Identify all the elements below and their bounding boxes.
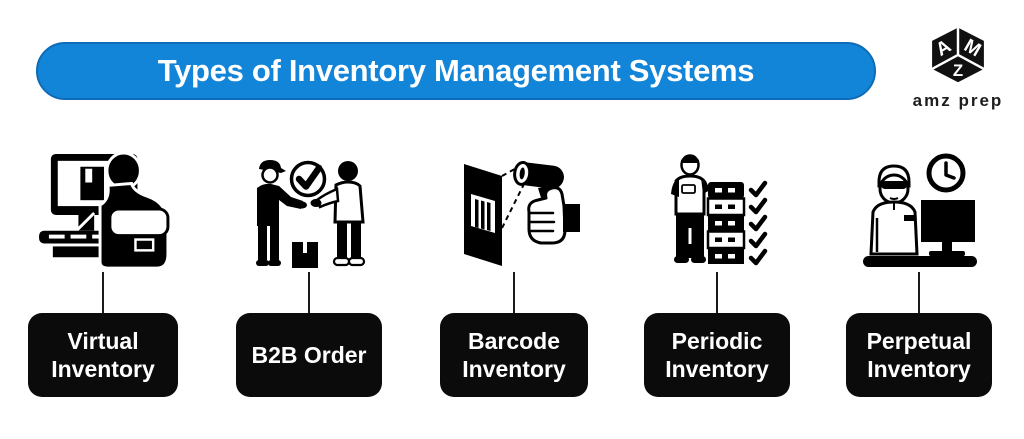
courier-body xyxy=(257,183,303,226)
checklist-marks xyxy=(748,180,768,266)
checkmark xyxy=(295,164,323,190)
desk-shelf xyxy=(52,246,124,258)
label-virtual-inventory: Virtual Inventory xyxy=(28,313,178,397)
sleeve-cuff xyxy=(563,204,580,232)
courier-head xyxy=(261,166,279,184)
badge xyxy=(681,184,696,194)
item-virtual-inventory: Virtual Inventory xyxy=(28,150,178,397)
stock-box xyxy=(708,182,744,199)
label-periodic-inventory: Periodic Inventory xyxy=(644,313,790,397)
perpetual-inventory-icon-slot xyxy=(849,150,989,272)
client-head xyxy=(338,161,358,181)
page-title: Types of Inventory Management Systems xyxy=(157,53,755,88)
label-text: Barcode Inventory xyxy=(462,327,566,382)
stock-box xyxy=(708,248,744,264)
amz-prep-cube-icon: A M Z xyxy=(931,27,985,83)
connector-line xyxy=(918,272,920,313)
scanner-gun xyxy=(513,160,564,189)
connector-line xyxy=(308,272,310,313)
chair-back xyxy=(107,207,169,238)
desk xyxy=(863,256,977,267)
hand xyxy=(527,186,567,245)
stock-box xyxy=(706,230,746,250)
item-barcode-inventory: Barcode Inventory xyxy=(440,150,588,397)
scan-beam xyxy=(501,165,521,177)
label-perpetual-inventory: Perpetual Inventory xyxy=(846,313,992,397)
b2b-order-icon-slot xyxy=(239,150,379,272)
scan-beam xyxy=(501,183,525,229)
connector-line xyxy=(513,272,515,313)
stock-box xyxy=(706,197,746,217)
cube-face-gaps xyxy=(931,27,985,70)
header-banner: Types of Inventory Management Systems xyxy=(36,42,876,100)
periodic-stock-count-icon xyxy=(671,154,768,266)
b2b-order-partners-icon xyxy=(256,160,366,268)
visor-band xyxy=(881,181,907,189)
brand-name: amz prep xyxy=(912,91,1004,110)
client-arm xyxy=(315,187,340,209)
item-b2b-order: B2B Order xyxy=(236,150,382,397)
connector-line xyxy=(102,272,104,313)
item-periodic-inventory: Periodic Inventory xyxy=(644,150,790,397)
item-perpetual-inventory: Perpetual Inventory xyxy=(846,150,992,397)
logo-letter-z: Z xyxy=(953,61,963,80)
periodic-inventory-icon-slot xyxy=(652,150,782,272)
label-text: Perpetual Inventory xyxy=(866,327,972,382)
worker-hair xyxy=(681,156,699,163)
barcode-inventory-icon-slot xyxy=(444,150,584,272)
worker-shirt xyxy=(674,174,706,216)
barcode-scanner-icon xyxy=(464,160,580,266)
clock-hands xyxy=(944,161,956,180)
virtual-inventory-icon-slot xyxy=(36,150,171,272)
label-text: Virtual Inventory xyxy=(51,327,155,382)
label-b2b-order: B2B Order xyxy=(236,313,382,397)
label-text: Periodic Inventory xyxy=(665,327,769,382)
desk-monitor xyxy=(921,200,975,242)
connector-line xyxy=(716,272,718,313)
label-text: B2B Order xyxy=(251,341,367,368)
client-body xyxy=(333,180,365,224)
virtual-inventory-computer-icon xyxy=(38,152,169,270)
perpetual-monitoring-desk-icon xyxy=(863,153,977,267)
stock-box xyxy=(708,215,744,232)
brand-logo: A M Z amz prep xyxy=(900,24,1016,111)
label-barcode-inventory: Barcode Inventory xyxy=(440,313,588,397)
